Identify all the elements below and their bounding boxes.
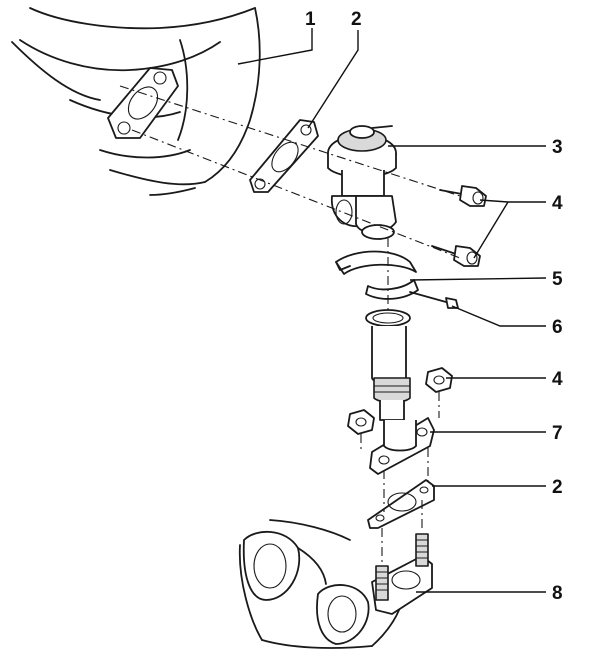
egr-valve bbox=[327, 125, 397, 240]
callout-labels: 1 2 3 4 5 6 4 7 2 8 bbox=[305, 9, 563, 604]
egr-pipe bbox=[365, 309, 411, 421]
leader-lines bbox=[237, 28, 547, 593]
callout-2-upper: 2 bbox=[351, 9, 362, 30]
nut-right bbox=[425, 367, 453, 418]
pipe-clamp bbox=[335, 250, 419, 300]
callout-6: 6 bbox=[552, 317, 563, 338]
callout-7: 7 bbox=[552, 423, 563, 444]
bolt-upper-2 bbox=[431, 245, 481, 267]
callout-1: 1 bbox=[305, 9, 316, 30]
exhaust-manifold bbox=[238, 500, 433, 649]
gasket-lower bbox=[367, 448, 435, 529]
gasket-upper bbox=[249, 119, 319, 193]
callout-3: 3 bbox=[552, 137, 563, 158]
clamp-bolt bbox=[409, 291, 459, 309]
pipe-flange bbox=[369, 417, 435, 475]
nut-left bbox=[347, 409, 375, 452]
callout-5: 5 bbox=[552, 269, 563, 290]
bolt-upper-1 bbox=[439, 185, 487, 207]
assembly-axis-lines bbox=[119, 85, 461, 312]
callout-8: 8 bbox=[552, 583, 563, 604]
callout-4-lower: 4 bbox=[552, 369, 563, 390]
callout-2-lower: 2 bbox=[552, 477, 563, 498]
callout-4-upper: 4 bbox=[552, 193, 563, 214]
intake-manifold bbox=[11, 7, 261, 196]
